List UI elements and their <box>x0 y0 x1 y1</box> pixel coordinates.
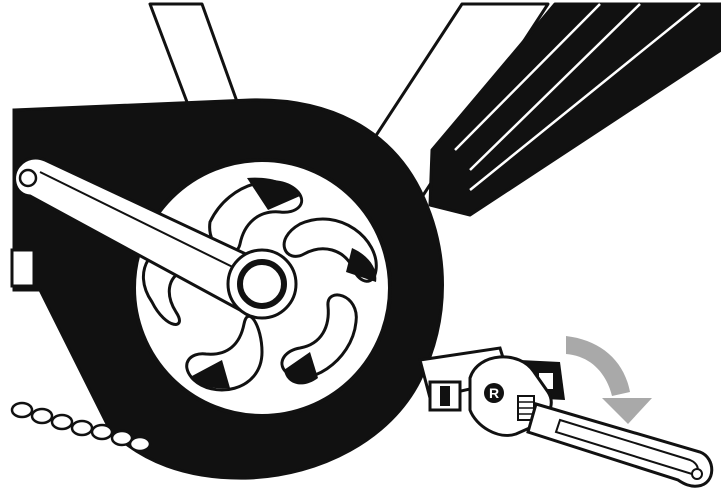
side-marker-label: R <box>489 385 499 401</box>
bottom-bracket-icon <box>228 250 296 318</box>
right-side-badge: R <box>484 383 504 403</box>
crank-pedal-hole <box>20 170 36 186</box>
wrench-icon <box>470 357 712 486</box>
rotation-arrow-icon <box>566 336 652 424</box>
seat-tube <box>150 4 240 110</box>
guard-tab <box>12 250 34 286</box>
wrench-hang-hole <box>692 469 702 479</box>
